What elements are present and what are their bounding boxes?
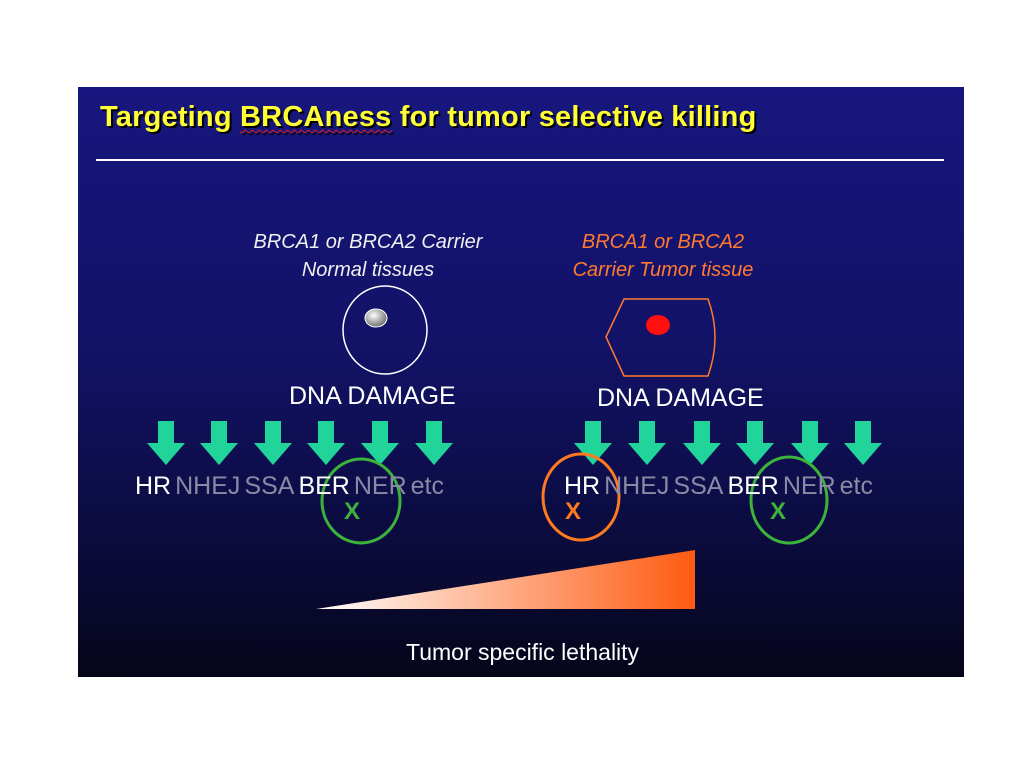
arrow-down-icon [415,421,453,465]
tumor-label-line1: BRCA1 or BRCA2 [581,231,745,253]
pathway-ssa: SSA [244,472,295,500]
ber-block-circle-right [749,455,829,545]
arrow-down-icon [683,421,721,465]
dna-damage-label-normal: DNA DAMAGE [289,382,456,410]
ber-blocked-mark-tumor: X [770,498,787,525]
diagram-graphics [147,285,882,609]
slide: Targeting BRCAness for tumor selective k… [78,87,964,677]
ber-blocked-mark-normal: X [344,498,361,525]
pathway-etc: etc [839,472,873,500]
ber-block-circle-left [320,457,402,545]
title-divider [96,159,944,161]
arrow-down-icon [736,421,774,465]
hr-blocked-mark-tumor: X [565,498,582,525]
tumor-label-line2: Carrier Tumor tissue [572,259,754,281]
pathway-ber: BER [727,472,779,500]
slide-title: Targeting BRCAness for tumor selective k… [100,101,757,134]
arrow-down-icon [307,421,345,465]
pathway-ber: BER [298,472,350,500]
arrow-down-icon [628,421,666,465]
arrow-down-icon [574,421,612,465]
left-damage-arrows [147,421,453,465]
tumor-tissue-label: BRCA1 or BRCA2 Carrier Tumor tissue [513,228,813,284]
tumor-cell-icon [605,298,716,377]
pathway-nhej: NHEJ [175,472,241,500]
right-damage-arrows [574,421,882,465]
arrow-down-icon [200,421,238,465]
pathway-ner: NER [353,472,407,500]
title-part3: for tumor selective killing [391,101,757,133]
normal-cell-icon [342,285,428,375]
normal-label-line2: Normal tissues [301,259,435,281]
pathway-hr: HR [135,472,172,500]
arrow-down-icon [844,421,882,465]
pathway-ner: NER [782,472,836,500]
hr-block-circle-right [541,452,621,542]
pathway-nhej: NHEJ [604,472,670,500]
lethality-wedge [316,550,695,609]
normal-tissue-label: BRCA1 or BRCA2 Carrier Normal tissues [218,228,518,284]
normal-label-line1: BRCA1 or BRCA2 Carrier [253,231,483,253]
arrow-down-icon [147,421,185,465]
arrow-down-icon [254,421,292,465]
title-brcaness: BRCAness [240,101,392,133]
pathway-hr: HR [564,472,601,500]
pathway-ssa: SSA [673,472,724,500]
pathway-etc: etc [410,472,444,500]
lethality-label: Tumor specific lethality [406,639,640,665]
dna-damage-label-tumor: DNA DAMAGE [597,384,764,412]
title-part1: Targeting [100,101,241,133]
